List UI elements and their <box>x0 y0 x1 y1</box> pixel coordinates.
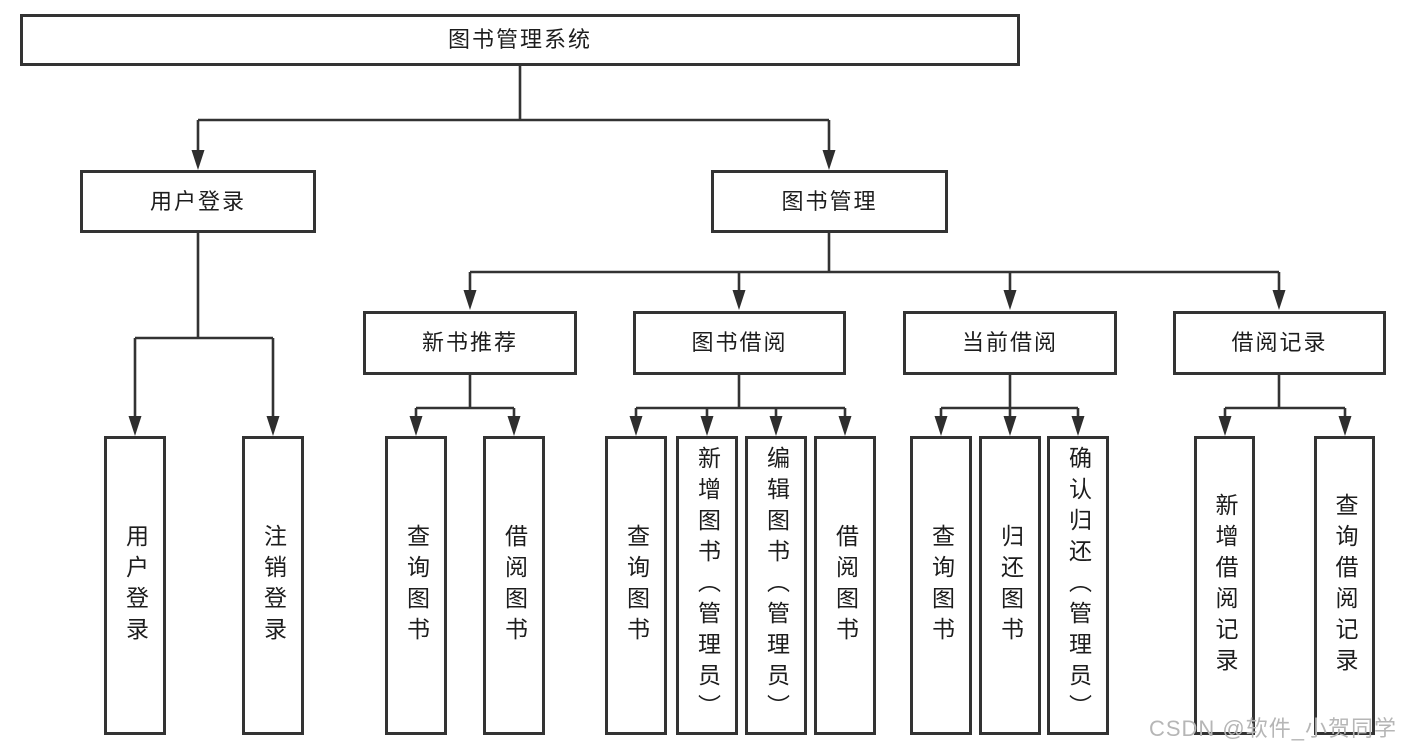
leaf-confirm-return-admin-label: 确认归还（管理员） <box>1065 446 1092 725</box>
leaf-query-borrow-record: 查询借阅记录 <box>1314 436 1375 735</box>
leaf-return-books: 归还图书 <box>979 436 1041 735</box>
node-library-system: 图书管理系统 <box>20 14 1020 66</box>
connector-segments <box>133 65 1347 420</box>
node-borrow-records: 借阅记录 <box>1173 311 1386 375</box>
leaf-borrow-books-2: 借阅图书 <box>814 436 876 735</box>
leaf-query-books-1: 查询图书 <box>385 436 447 735</box>
leaf-edit-books-admin-label: 编辑图书（管理员） <box>763 446 790 725</box>
node-new-book-recommend: 新书推荐 <box>363 311 577 375</box>
leaf-logout: 注销登录 <box>242 436 304 735</box>
leaf-add-borrow-record-label: 新增借阅记录 <box>1212 492 1238 679</box>
leaf-query-books-3: 查询图书 <box>910 436 972 735</box>
leaf-query-books-2-label: 查询图书 <box>623 523 650 648</box>
leaf-add-borrow-record: 新增借阅记录 <box>1194 436 1255 735</box>
leaf-add-books-admin: 新增图书（管理员） <box>676 436 738 735</box>
node-book-management: 图书管理 <box>711 170 948 233</box>
csdn-watermark: CSDN @软件_小贺同学 <box>1148 716 1397 741</box>
leaf-user-login-label: 用户登录 <box>122 523 149 648</box>
leaf-borrow-books-2-label: 借阅图书 <box>832 523 859 648</box>
arrowheads <box>128 150 1352 436</box>
leaf-confirm-return-admin: 确认归还（管理员） <box>1047 436 1109 735</box>
leaf-query-books-1-label: 查询图书 <box>403 523 430 648</box>
leaf-borrow-books-1: 借阅图书 <box>483 436 545 735</box>
leaf-user-login: 用户登录 <box>104 436 166 735</box>
leaf-return-books-label: 归还图书 <box>997 523 1024 648</box>
node-book-borrow: 图书借阅 <box>633 311 846 375</box>
node-user-login: 用户登录 <box>80 170 316 233</box>
leaf-borrow-books-1-label: 借阅图书 <box>501 523 528 648</box>
leaf-query-books-2: 查询图书 <box>605 436 667 735</box>
leaf-add-books-admin-label: 新增图书（管理员） <box>694 446 721 725</box>
leaf-edit-books-admin: 编辑图书（管理员） <box>745 436 807 735</box>
leaf-query-books-3-label: 查询图书 <box>928 523 955 648</box>
leaf-logout-label: 注销登录 <box>260 523 287 648</box>
leaf-query-borrow-record-label: 查询借阅记录 <box>1332 492 1358 679</box>
node-current-borrow: 当前借阅 <box>903 311 1117 375</box>
